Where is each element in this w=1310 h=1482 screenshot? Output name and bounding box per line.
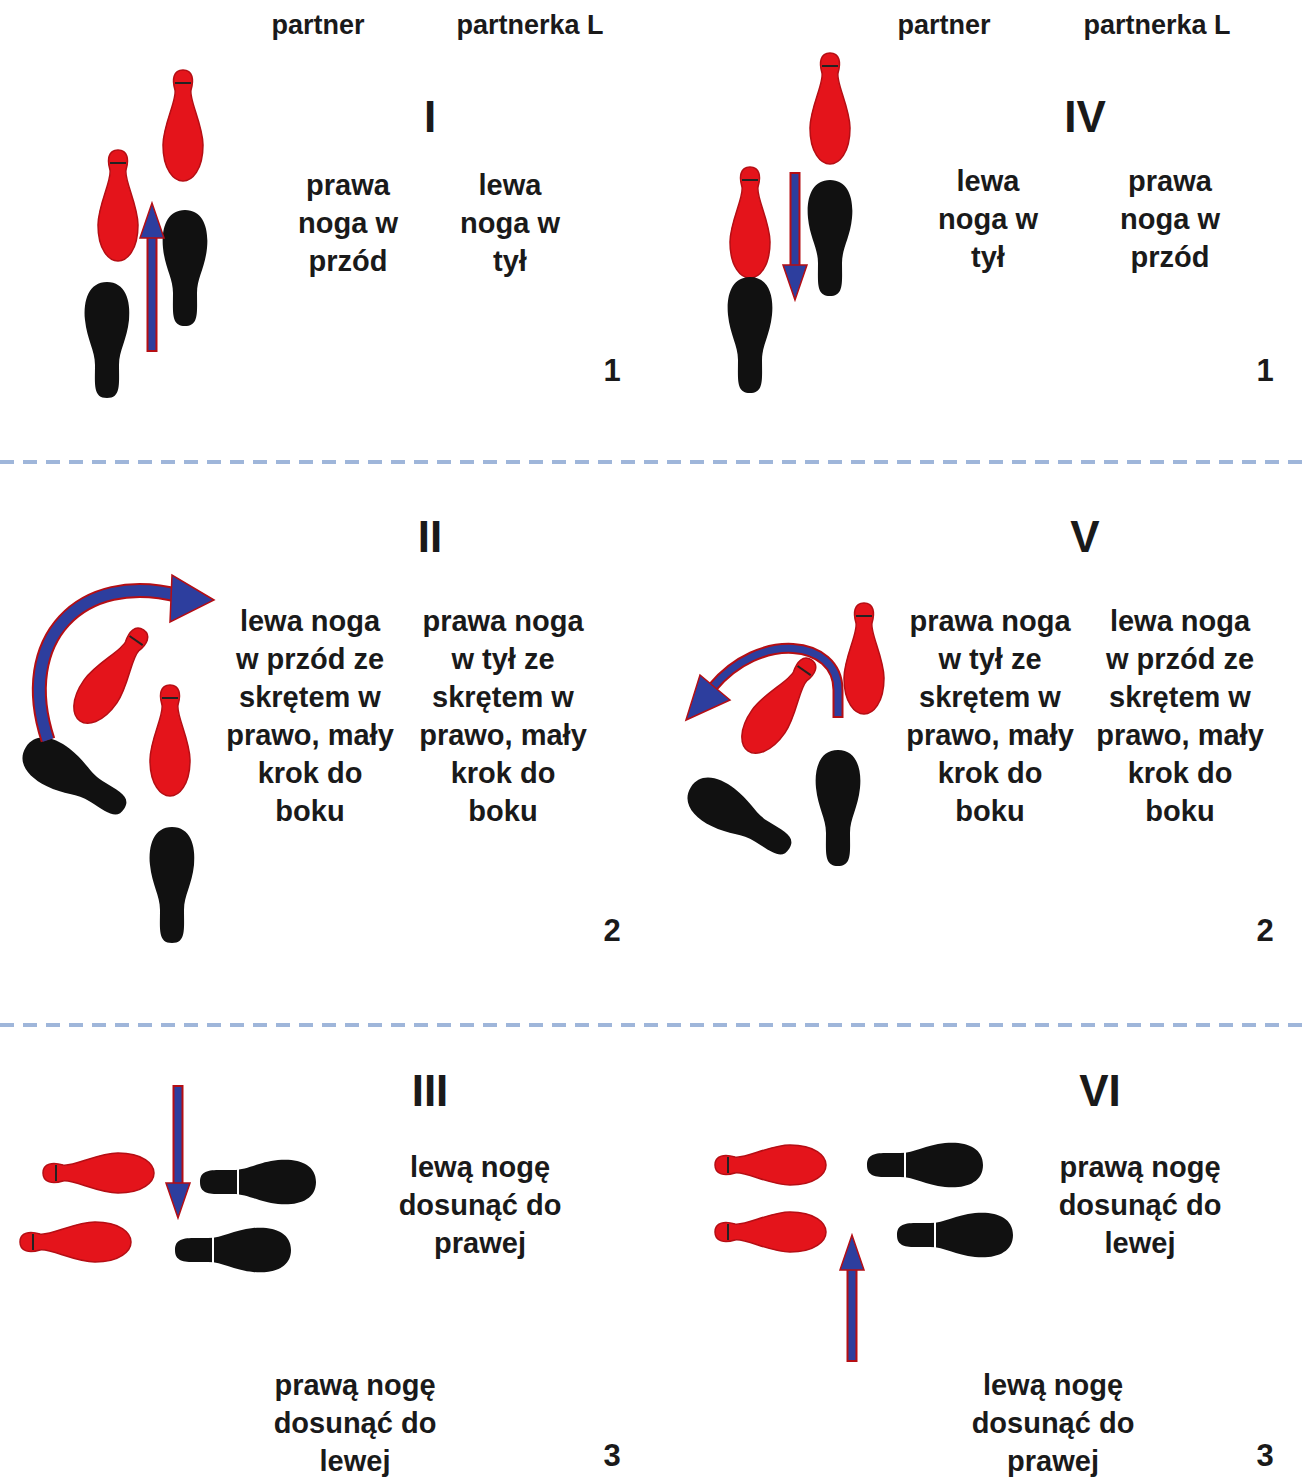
separator xyxy=(0,460,1310,464)
footprints xyxy=(715,1143,1013,1258)
figure-number: I xyxy=(350,92,510,142)
column-heading: partner xyxy=(844,6,1044,44)
count-number: 1 xyxy=(582,352,642,390)
step-description: lewa noga w przód ze skrętem w prawo, ma… xyxy=(226,602,394,830)
column-heading: partner xyxy=(218,6,418,44)
turn-arrow xyxy=(39,575,214,740)
step-arrow xyxy=(140,203,164,352)
figure-number: V xyxy=(1005,512,1165,562)
footprints xyxy=(728,53,853,393)
step-description: lewą nogę dosunąć do prawej xyxy=(958,1366,1148,1480)
count-number: 2 xyxy=(1235,912,1295,950)
count-number: 3 xyxy=(1235,1437,1295,1475)
turn-arrow xyxy=(686,648,838,720)
step-description: prawa noga w tył ze skrętem w prawo, mał… xyxy=(419,602,587,830)
step-arrow xyxy=(783,172,807,300)
column-heading: partnerka L xyxy=(420,6,640,44)
step-description: prawa noga w tył ze skrętem w prawo, mał… xyxy=(906,602,1074,830)
footprints xyxy=(85,70,208,398)
figure-number: IV xyxy=(1005,92,1165,142)
figure-number: VI xyxy=(1020,1066,1180,1116)
footprints xyxy=(20,1153,316,1272)
step-arrow xyxy=(166,1085,190,1218)
step-description: prawą nogę dosunąć do lewej xyxy=(260,1366,450,1480)
step-description: lewa noga w tył xyxy=(928,162,1048,276)
step-description: lewą nogę dosunąć do prawej xyxy=(385,1148,575,1262)
step-description: prawa noga w przód xyxy=(281,166,416,280)
step-description: lewa noga w tył xyxy=(450,166,570,280)
footprints xyxy=(679,603,884,868)
count-number: 3 xyxy=(582,1437,642,1475)
step-arrow xyxy=(840,1235,864,1362)
count-number: 2 xyxy=(582,912,642,950)
step-description: prawa noga w przód xyxy=(1103,162,1238,276)
separator xyxy=(0,1023,1310,1027)
figure-number: II xyxy=(350,512,510,562)
step-description: lewa noga w przód ze skrętem w prawo, ma… xyxy=(1096,602,1264,830)
count-number: 1 xyxy=(1235,352,1295,390)
column-heading: partnerka L xyxy=(1047,6,1267,44)
step-description: prawą nogę dosunąć do lewej xyxy=(1045,1148,1235,1262)
figure-number: III xyxy=(350,1066,510,1116)
